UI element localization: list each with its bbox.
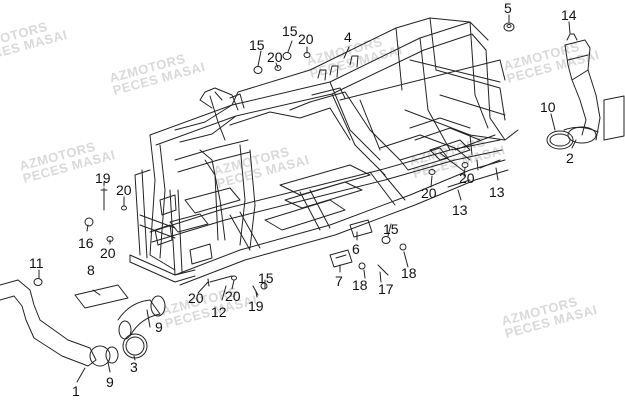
callout-18-right: 18 bbox=[401, 265, 417, 281]
callout-2: 2 bbox=[566, 150, 574, 166]
callout-20-rear-right: 20 bbox=[459, 170, 475, 186]
callout-13-upper: 13 bbox=[489, 184, 505, 200]
callout-9-rear-clamp: 9 bbox=[155, 319, 163, 335]
callout-15-top-left: 15 bbox=[249, 37, 265, 53]
callout-8: 8 bbox=[87, 262, 95, 278]
callout-9-front-clamp: 9 bbox=[106, 374, 114, 390]
callout-20-top-right: 20 bbox=[298, 31, 314, 47]
callout-20-front-lower: 20 bbox=[100, 245, 116, 261]
callout-15-top-right: 15 bbox=[282, 23, 298, 39]
main-frame bbox=[129, 17, 519, 286]
callout-3: 3 bbox=[130, 359, 138, 375]
rear-intake-duct bbox=[546, 39, 625, 150]
bracket-part bbox=[329, 219, 373, 268]
callout-16: 16 bbox=[78, 235, 94, 251]
callout-15-middle: 15 bbox=[383, 221, 399, 237]
callout-12: 12 bbox=[211, 304, 227, 320]
callout-14: 14 bbox=[561, 7, 577, 23]
callout-20-bottom-left: 20 bbox=[188, 290, 204, 306]
callout-18-left: 18 bbox=[352, 277, 368, 293]
callout-11: 11 bbox=[29, 255, 44, 271]
callout-1: 1 bbox=[72, 383, 80, 399]
callout-4: 4 bbox=[344, 29, 352, 45]
callout-19-lower: 19 bbox=[248, 298, 264, 314]
callout-15-lower: 15 bbox=[258, 270, 274, 286]
callout-5: 5 bbox=[504, 0, 512, 16]
callout-20-front-upper: 20 bbox=[116, 182, 132, 198]
callout-17: 17 bbox=[378, 281, 394, 297]
callout-19-left: 19 bbox=[95, 170, 111, 186]
front-intake-duct bbox=[0, 279, 166, 367]
callout-6: 6 bbox=[352, 241, 360, 257]
callout-20-top-left: 20 bbox=[267, 49, 283, 65]
callout-20-bottom-mid: 20 bbox=[225, 288, 241, 304]
callout-7: 7 bbox=[335, 273, 343, 289]
callout-13-lower: 13 bbox=[452, 202, 468, 218]
leader-lines bbox=[38, 14, 577, 383]
callout-10: 10 bbox=[540, 99, 556, 115]
callout-20-rear-left: 20 bbox=[421, 185, 437, 201]
